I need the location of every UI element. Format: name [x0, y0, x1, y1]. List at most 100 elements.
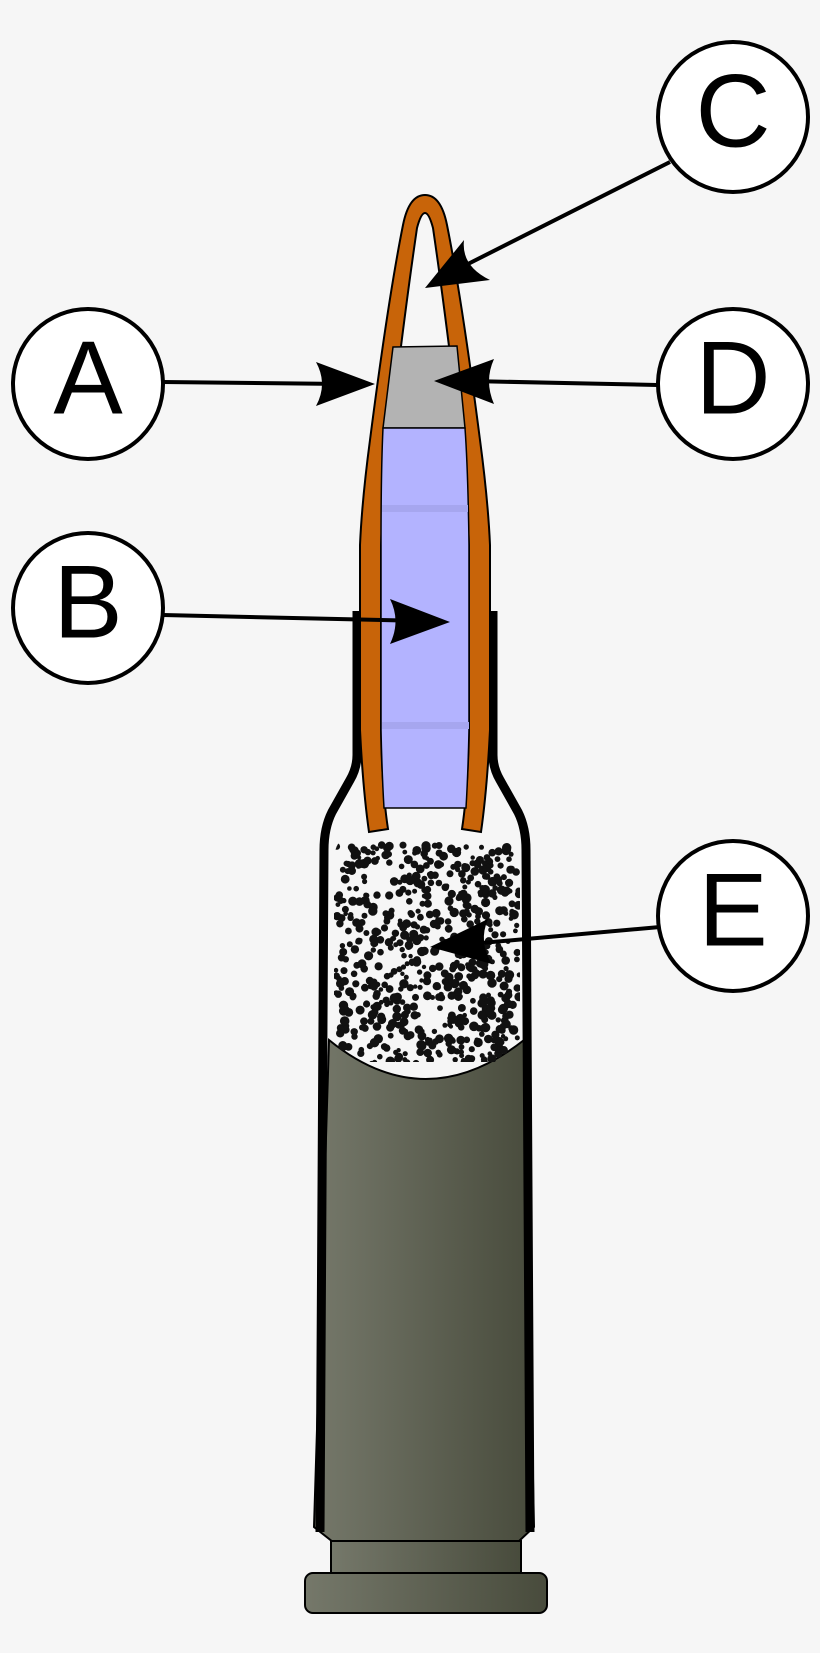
powder-granule — [426, 1063, 434, 1071]
powder-granule — [404, 961, 410, 967]
powder-granule — [484, 943, 491, 950]
powder-granule — [513, 948, 520, 957]
powder-granule — [497, 1005, 507, 1015]
powder-granule — [442, 1022, 448, 1028]
powder-granule — [435, 962, 444, 971]
powder-granule — [344, 1008, 354, 1017]
powder-granule — [383, 972, 391, 980]
powder-granule — [389, 993, 400, 1003]
powder-granule — [374, 962, 383, 971]
powder-granule — [513, 984, 520, 992]
powder-granule — [415, 908, 421, 914]
core-band-upper — [382, 505, 468, 512]
powder-granule — [435, 1034, 444, 1044]
callout-b: B — [11, 531, 165, 685]
case-body — [312, 1037, 536, 1543]
powder-granule — [370, 982, 378, 991]
powder-granule — [363, 930, 370, 936]
powder-granule — [418, 1042, 427, 1051]
powder-granule — [478, 969, 488, 979]
powder-granule — [368, 906, 378, 916]
powder-granule — [403, 974, 409, 980]
powder-granule — [361, 873, 368, 880]
powder-granule — [463, 908, 470, 915]
powder-granule — [402, 849, 408, 855]
powder-granule — [502, 1015, 508, 1021]
case-rim — [304, 1572, 548, 1614]
powder-granule — [444, 918, 452, 925]
powder-granule — [459, 889, 468, 899]
powder-granule — [406, 984, 414, 992]
powder-granule — [506, 856, 512, 862]
powder-granule — [487, 876, 498, 887]
powder-granule — [423, 927, 431, 934]
powder-granule — [500, 931, 507, 938]
powder-granule — [441, 883, 450, 892]
powder-granule — [462, 1012, 468, 1018]
powder-granule — [427, 879, 435, 887]
powder-granule — [514, 900, 520, 910]
powder-granule — [339, 1016, 350, 1026]
powder-granule — [391, 929, 400, 937]
powder-granule — [514, 1035, 520, 1041]
powder-granule — [408, 953, 413, 959]
powder-granule — [385, 891, 394, 900]
powder-granule — [487, 1054, 497, 1062]
powder-granule — [430, 995, 435, 1000]
powder-granule — [374, 846, 380, 852]
powder-granule — [390, 1064, 394, 1068]
powder-granule — [401, 952, 407, 959]
powder-granule — [492, 885, 499, 891]
powder-granule — [481, 897, 491, 908]
powder-granule — [386, 1023, 395, 1032]
powder-granule — [459, 980, 468, 990]
powder-granule — [501, 956, 511, 965]
powder-granule — [516, 972, 520, 978]
powder-granule — [399, 979, 409, 989]
leader-lines — [162, 160, 671, 946]
arrowhead-e-icon — [430, 919, 492, 964]
powder-granule — [464, 902, 472, 910]
powder-granule — [339, 866, 346, 873]
powder-granule — [405, 889, 412, 896]
powder-granule — [470, 855, 475, 860]
powder-granule — [482, 965, 489, 972]
powder-granule — [513, 928, 518, 934]
powder-granule — [380, 1043, 388, 1051]
powder-granule — [336, 1029, 345, 1038]
powder-granule — [451, 979, 460, 988]
powder-granule — [412, 888, 418, 894]
powder-granule — [423, 1048, 433, 1058]
powder-granule — [385, 850, 393, 858]
powder-granule — [451, 1047, 458, 1054]
powder-granule — [501, 846, 511, 856]
powder-granule — [424, 1036, 431, 1043]
powder-granule — [494, 847, 503, 856]
powder-granule — [441, 978, 449, 986]
powder-granule — [461, 863, 471, 873]
powder-granule — [464, 1054, 473, 1062]
powder-charge — [334, 841, 520, 1071]
powder-granule — [423, 935, 429, 941]
powder-granule — [382, 910, 390, 917]
powder-granule — [508, 1025, 519, 1035]
powder-granule — [377, 948, 384, 956]
arrowhead-c-icon — [425, 240, 490, 288]
powder-granule — [421, 964, 427, 970]
powder-granule — [474, 918, 481, 925]
powder-granule — [434, 923, 441, 930]
powder-granule — [455, 866, 461, 873]
powder-granule — [363, 1000, 371, 1008]
powder-granule — [467, 874, 475, 882]
powder-granule — [457, 1024, 465, 1031]
powder-granule — [508, 916, 514, 921]
powder-granule — [503, 911, 509, 916]
powder-granule — [457, 1037, 462, 1042]
label-b: B — [53, 544, 122, 660]
powder-granule — [357, 959, 367, 969]
powder-granule — [412, 993, 419, 1001]
powder-granule — [372, 992, 380, 1000]
powder-granule — [505, 1010, 514, 1019]
powder-granule — [386, 859, 393, 866]
powder-granule — [452, 1057, 458, 1062]
